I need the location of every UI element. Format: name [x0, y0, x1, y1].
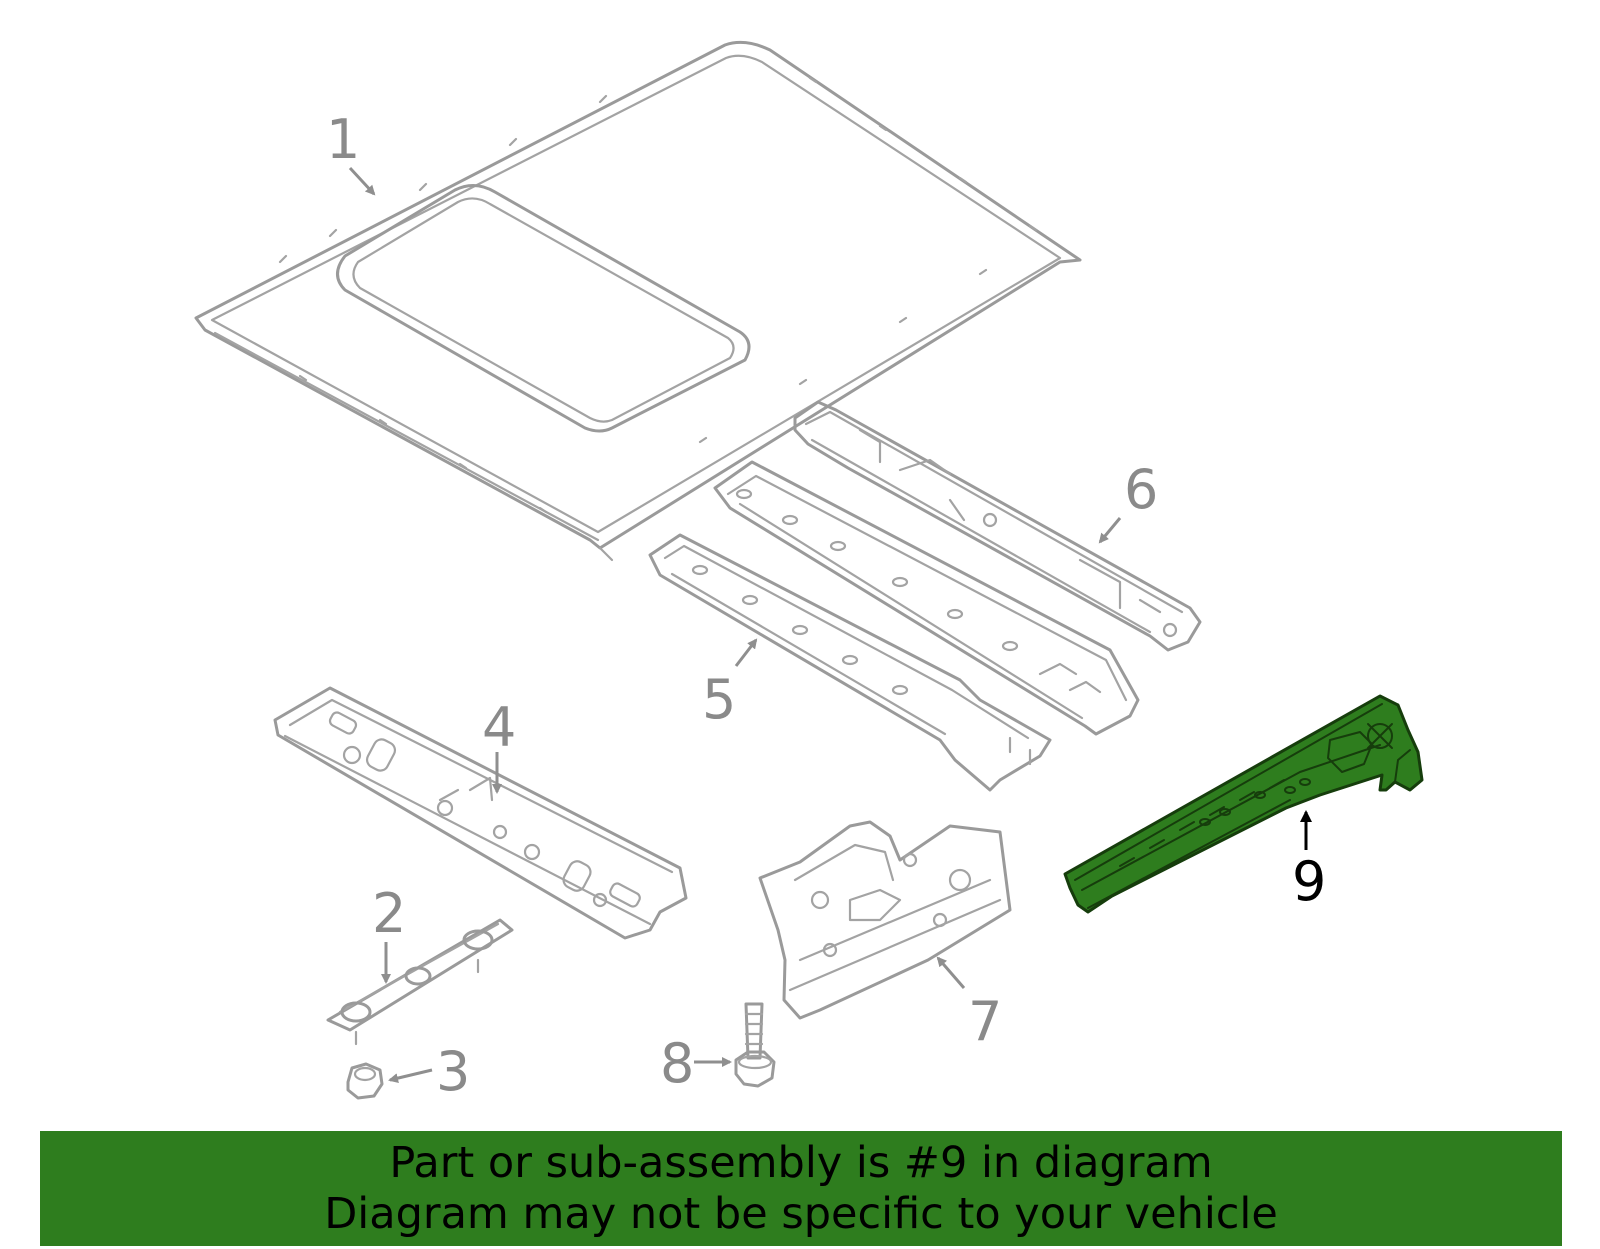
callout-2: 2: [372, 882, 406, 984]
part-9-roof-rail: [1063, 694, 1424, 914]
callout-6: 6: [1098, 458, 1158, 544]
callout-4-label: 4: [482, 696, 516, 759]
callout-9: 9: [1292, 810, 1326, 913]
callout-3-label: 3: [436, 1040, 470, 1103]
callout-5-arrow: [734, 638, 758, 667]
callout-9-label: 9: [1292, 850, 1326, 913]
callout-7-label: 7: [968, 990, 1002, 1053]
callout-8-label: 8: [660, 1032, 694, 1095]
callout-1: 1: [326, 108, 376, 196]
part-6-roof-bow: [793, 400, 1202, 652]
callout-6-label: 6: [1124, 458, 1158, 521]
callout-5-label: 5: [702, 668, 736, 731]
part-2-bracket: [326, 918, 514, 1046]
part-3-nut: [346, 1062, 384, 1100]
part-7-reinforcement: [758, 820, 1012, 1020]
callout-2-label: 2: [372, 882, 406, 945]
callout-8: 8: [660, 1032, 732, 1095]
parts-diagram: 1 2 3 4 5 6 7 8 9: [194, 40, 1424, 1103]
part-8-bolt: [734, 1002, 776, 1088]
part-4-front-header: [273, 686, 688, 940]
callout-7-arrow: [936, 956, 966, 989]
info-banner: Part or sub-assembly is #9 in diagram Di…: [40, 1131, 1562, 1246]
callout-6-arrow: [1098, 517, 1122, 544]
part-5-roof-bows: [648, 460, 1140, 792]
callout-1-arrow: [348, 166, 376, 196]
callout-4: 4: [482, 696, 516, 794]
callout-3-arrow: [388, 1068, 433, 1084]
callout-7: 7: [936, 956, 1002, 1053]
callout-5: 5: [702, 638, 758, 731]
banner-line-disclaimer: Diagram may not be specific to your vehi…: [324, 1188, 1278, 1239]
callout-1-label: 1: [326, 108, 360, 171]
part-1-roof-panel: [194, 40, 1082, 562]
callout-3: 3: [388, 1040, 470, 1103]
banner-line-part: Part or sub-assembly is #9 in diagram: [389, 1137, 1213, 1188]
